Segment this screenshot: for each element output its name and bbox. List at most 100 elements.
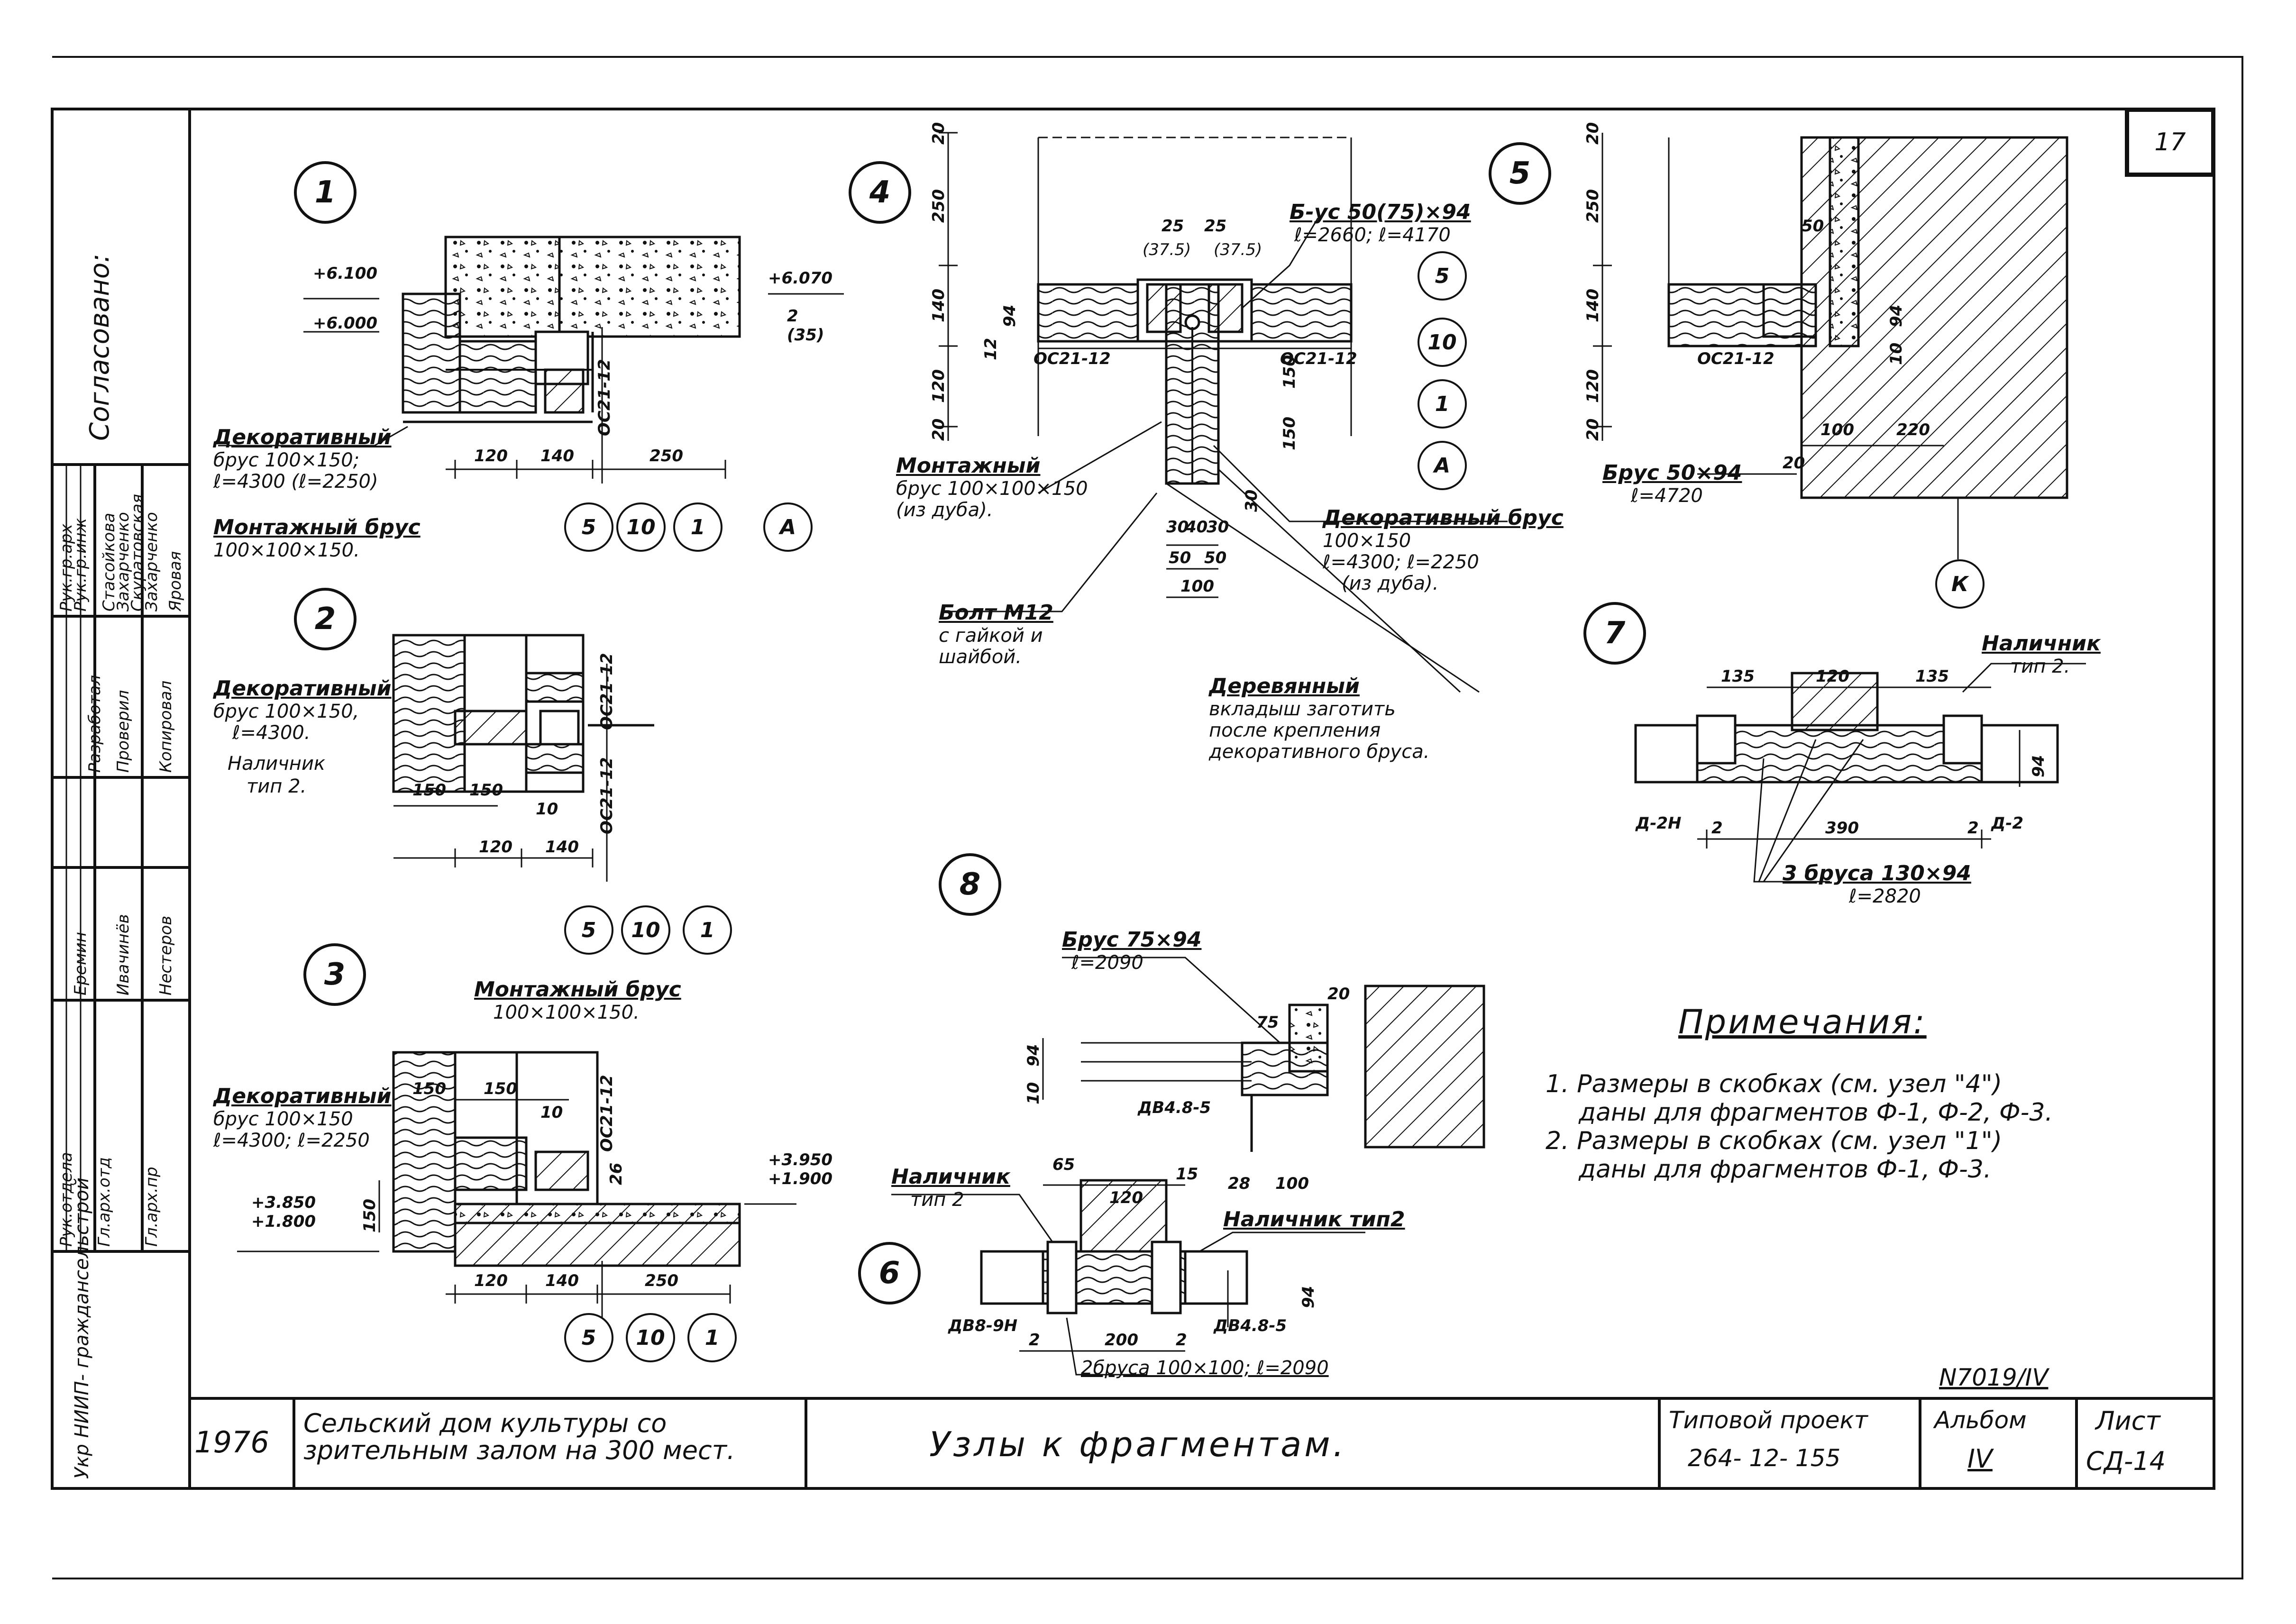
n2-dim-10: 10 [536,800,558,819]
node-5-number: 5 [1489,142,1551,205]
n2-label-decor: Декоративный [213,676,392,701]
n3-label-decor-3: ℓ=4300; ℓ=2250 [213,1130,370,1151]
node-8-graphic [1081,985,1485,1152]
n4-dim-375a: (37.5) [1143,240,1191,259]
staff-role-3: Гл.арх.пр [142,1167,161,1247]
n4-label-mount-3: (из дуба). [896,499,993,521]
n3-dim-250: 250 [645,1271,678,1290]
archive-number: N7019/IV [1939,1364,2049,1391]
node-7-dimensions [1697,663,2086,883]
n4-label-bolt-3: шайбой. [939,646,1022,668]
n3-elev-right-2: +1.900 [768,1169,833,1188]
n2-dim-150a: 150 [412,781,446,800]
n4-dim-12: 12 [981,338,1000,360]
page-number: 17 [2126,109,2214,175]
n2-label-mount-2: 100×100×150. [213,539,360,561]
node-2-dimensions [393,664,608,882]
n3-axis-5: 5 [564,1313,613,1362]
sheet-label: Лист [2095,1406,2160,1436]
n4-dim-25a: 25 [1162,217,1184,236]
n3-label-mount-2: 100×100×150. [493,1002,640,1023]
n4-window-left: ОС21-12 [1034,349,1111,368]
n4-label-decor-2: 100×150 [1323,530,1411,552]
n3-elev-right-1: +3.950 [768,1150,833,1169]
n7-dim-135b: 135 [1915,667,1949,686]
n6-dim-15: 15 [1176,1165,1198,1184]
n4-label-insert: Деревянный [1209,674,1360,698]
n1-label-decor: Декоративный [213,425,392,449]
n1-axis-a: А [763,502,813,552]
approval-role-3: Разработал [85,675,104,773]
n2-window-bottom: ОС21-12 [597,757,616,834]
n4-vdim-250: 250 [929,189,948,223]
n3-label-mount: Монтажный брус [474,977,681,1002]
sheet-frame [51,56,2243,1579]
n7-door-left: Д-2Н [1636,814,1682,833]
n6-dim-28: 28 [1228,1174,1251,1193]
n7-label-beams-2: ℓ=2820 [1849,885,1921,907]
node-1-dimensions [218,293,844,484]
node-7-graphic [1634,672,2059,784]
year: 1976 [194,1425,269,1460]
node-4-dimensions [939,132,1508,693]
n3-dim-150a: 150 [412,1079,446,1098]
n4-dim-375b: (37.5) [1214,240,1262,259]
n5-vdim-20a: 20 [1583,122,1602,145]
n7-dim-2b: 2 [1967,819,1979,838]
n2-dim-140: 140 [545,838,579,857]
n3-dim-140: 140 [545,1271,579,1290]
node-4-number: 4 [849,161,911,224]
n5-dim-50: 50 [1802,217,1824,236]
note-1-line-1: 1. Размеры в скобках (см. узел "4") [1546,1070,2003,1098]
n7-dim-120: 120 [1816,667,1849,686]
n8-door: ДВ4.8-5 [1138,1098,1211,1117]
n4-window-right: ОС21-12 [1280,349,1357,368]
n6-dim-2b: 2 [1176,1331,1187,1350]
organization-stamp: Укр НИИП- граждансельстрой [71,1177,93,1479]
n5-vdim-140: 140 [1583,289,1602,322]
approval-role-4: Проверил [114,690,133,773]
node-8-number: 8 [939,853,1001,916]
n5-dim-100: 100 [1820,420,1854,439]
n3-dim-150-vert: 150 [360,1199,379,1232]
n7-dim-135a: 135 [1721,667,1755,686]
node-7-number: 7 [1583,602,1646,665]
approved-label: Согласовано: [84,253,115,441]
n4-label-decor-3: ℓ=4300; ℓ=2250 [1323,551,1479,573]
node-6-dimensions [891,1184,1365,1376]
n8-dim-20: 20 [1327,985,1350,1004]
node-2-graphic [392,634,654,793]
n5-window: ОС21-12 [1697,349,1775,368]
n6-label-beams: 2бруса 100×100; ℓ=2090 [1081,1357,1329,1379]
n4-label-insert-2: вкладыш заготить [1209,698,1396,720]
n3-dim-26: 26 [607,1162,626,1185]
n1-elev-low: +6.000 [313,314,378,333]
n1-window: ОС21-12 [595,359,614,436]
n3-dim-10: 10 [540,1103,563,1122]
n5-dim-10: 10 [1887,342,1906,365]
n4-label-bolt: Болт М12 [939,601,1053,625]
n7-door-right: Д-2 [1991,814,2024,833]
node-6-graphic [980,1179,1248,1314]
sheet-number: СД-14 [2086,1446,2166,1476]
n2-label-trim: Наличник [228,753,326,775]
n1-dim-250: 250 [649,447,683,465]
node-3-dimensions [237,1099,796,1318]
n4-dim-150a: 150 [1280,355,1299,389]
n4-label-decor-4: (из дуба). [1342,573,1439,594]
n8-label-brus-2: ℓ=2090 [1071,952,1143,974]
node-4-graphic [1037,137,1353,485]
n7-dim-94: 94 [2029,755,2048,777]
n2-label-decor-2: брус 100×150, [213,701,359,722]
n4-vdim-120: 120 [929,369,948,403]
n6-dim-100: 100 [1275,1174,1309,1193]
n3-dim-120: 120 [474,1271,508,1290]
n6-dim-200: 200 [1105,1331,1138,1350]
n2-dim-150b: 150 [469,781,503,800]
staff-name-3: Нестеров [156,915,175,995]
n4-dim-50a: 50 [1169,548,1191,567]
node-1-graphic [402,236,741,423]
n5-dim-94: 94 [1887,304,1906,327]
